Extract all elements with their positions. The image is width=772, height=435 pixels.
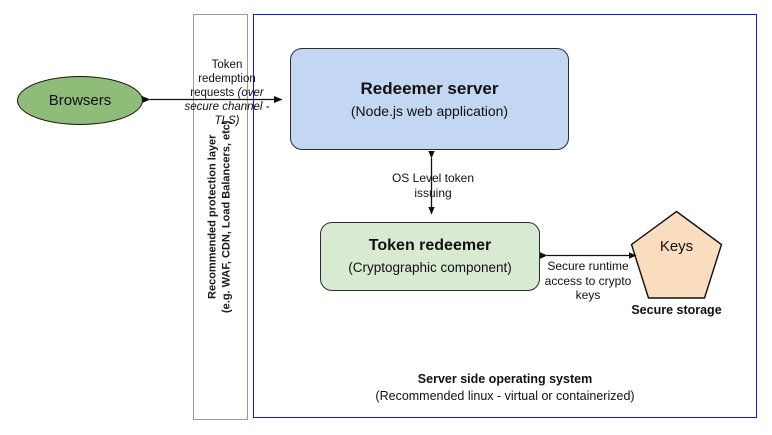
edge-label-token-redemption: Token redemption requests (over secure c… [178,58,276,128]
token-redemption-line3-plain: requests [190,87,238,100]
secure-runtime-line2: access to crypto [544,273,632,288]
operating-system-container [253,14,757,418]
token-redeemer-title: Token redeemer [368,237,492,255]
keys-pentagon-shape [630,210,723,299]
token-redemption-line4: secure channel - [184,101,270,114]
edge-label-secure-runtime-access: Secure runtime access to crypto keys [536,259,640,303]
token-redemption-line1: Token [211,59,243,71]
protection-layer-container [193,14,248,420]
operating-system-subtitle: (Recommended linux - virtual or containe… [375,388,635,403]
operating-system-caption: Server side operating system (Recommende… [330,371,680,405]
operating-system-title: Server side operating system [417,372,593,386]
browsers-node: Browsers [17,76,143,125]
redeemer-server-node: Redeemer server (Node.js web application… [290,48,569,150]
token-redemption-line5: TLS) [214,115,240,128]
redeemer-server-subtitle: (Node.js web application) [350,102,509,119]
browsers-label: Browsers [48,92,112,109]
redeemer-server-title: Redeemer server [360,78,499,98]
secure-runtime-line1: Secure runtime [547,259,629,273]
token-redeemer-subtitle: (Cryptographic component) [348,260,512,276]
os-level-line2: issuing [414,185,452,200]
secure-runtime-line3: keys [575,288,601,303]
token-redemption-line2: redemption [198,73,256,86]
edge-label-os-level-token-issuing: OS Level token issuing [378,171,488,200]
secure-storage-caption: Secure storage [631,303,722,317]
token-redeemer-node: Token redeemer (Cryptographic component) [320,222,540,291]
os-level-line1: OS Level token [391,171,475,185]
token-redemption-line3-italic: (over [237,87,264,100]
